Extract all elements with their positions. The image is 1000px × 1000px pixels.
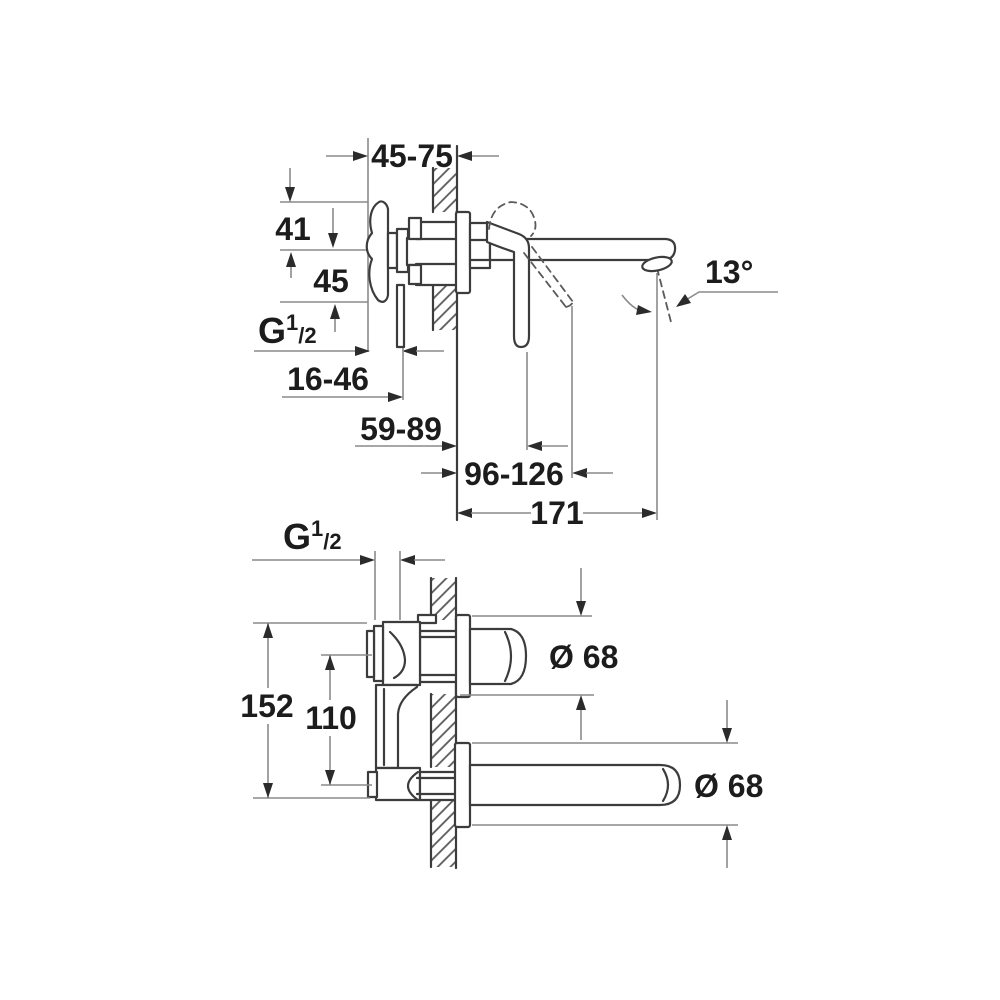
arrowhead-up xyxy=(722,825,732,840)
spout-front-view xyxy=(468,763,682,807)
arrowhead-right xyxy=(442,468,457,478)
dim-lever-min: 59-89 xyxy=(360,411,442,447)
wall-section-top xyxy=(431,144,459,522)
wall-union xyxy=(416,613,438,625)
dim-below-center: 45 xyxy=(313,263,349,299)
dimensions-top-view: 45-75 41 45 G1/2 16-46 xyxy=(254,138,778,531)
arrowhead-down xyxy=(722,728,732,743)
arrowhead-up xyxy=(286,252,296,267)
dimensions-bottom-view: G1/2 152 110 Ø 68 xyxy=(240,516,763,868)
wall-hatch-lower xyxy=(433,283,457,330)
arrowhead-right xyxy=(636,305,652,315)
dome-cap-inner-arc xyxy=(503,630,513,683)
spout-escutcheon xyxy=(453,741,472,829)
ext-lines-overall-height xyxy=(253,622,370,799)
arrowhead-down xyxy=(263,783,273,798)
lever-handle xyxy=(485,220,531,349)
ext-lines-heights xyxy=(280,201,371,303)
arrowhead-angled xyxy=(676,294,691,307)
connecting-pipe xyxy=(374,683,419,770)
arrowhead-right xyxy=(442,441,457,451)
ext-lines-spout-escutcheon xyxy=(472,742,738,826)
body-tab-top xyxy=(407,216,423,241)
body-tab-bottom xyxy=(407,263,423,286)
valve-tab-outer xyxy=(372,624,385,683)
arrowhead-right xyxy=(642,508,657,518)
thread-size-top: G1/2 xyxy=(258,310,317,351)
dim-center-distance: 110 xyxy=(305,700,357,736)
handle-dome-cap xyxy=(468,627,528,686)
wall-hatch-upper xyxy=(433,168,457,212)
arrowhead-right xyxy=(360,555,375,565)
knob-stem xyxy=(386,231,399,270)
adjuster-knob xyxy=(365,200,390,303)
arrowhead-left xyxy=(572,468,587,478)
top-view: 45-75 41 45 G1/2 16-46 xyxy=(254,138,778,531)
arrowhead-left xyxy=(457,151,472,161)
mixer-body-bottom-view xyxy=(365,613,682,829)
arrowhead-down xyxy=(328,233,338,248)
arrowhead-right xyxy=(353,151,368,161)
dim-escutcheon-diameter: Ø 68 xyxy=(549,639,618,675)
dim-inlet-offset: 16-46 xyxy=(287,361,369,397)
dim-spout-angle: 13° xyxy=(705,254,753,290)
dim-overall-height: 152 xyxy=(240,688,293,724)
dim-lever-max: 96-126 xyxy=(464,456,564,492)
arrowhead-right xyxy=(355,346,370,356)
elbow-internal-detail xyxy=(406,770,420,802)
rough-in-body-top xyxy=(414,220,460,241)
valve-tab-inner xyxy=(365,629,376,679)
bottom-view: G1/2 152 110 Ø 68 xyxy=(240,516,763,870)
dim-spout-reach: 171 xyxy=(530,495,583,531)
angle-leader-line xyxy=(680,291,778,304)
spout-outlet xyxy=(641,255,673,273)
escutcheon-plate xyxy=(454,613,472,699)
ext-lines-thread xyxy=(374,551,401,620)
arrowhead-down xyxy=(285,187,295,202)
arrowhead-up xyxy=(576,695,586,710)
wall-hatch-upper xyxy=(431,578,456,620)
inlet-stub xyxy=(395,283,406,349)
arrowhead-left xyxy=(402,346,417,356)
dim-spout-escutcheon-diameter: Ø 68 xyxy=(694,768,763,804)
lever-raised-dashed xyxy=(488,201,537,237)
rough-in-body-bottom xyxy=(414,262,460,287)
rough-in-body-mid xyxy=(405,236,460,267)
supply-pipe-detail xyxy=(415,776,459,796)
ext-lines-escutcheon xyxy=(460,615,594,696)
arrowhead-up xyxy=(263,623,273,638)
spout-supply-pipe xyxy=(418,770,459,802)
wall-hatch-lower xyxy=(431,801,456,867)
wall-hatch-middle xyxy=(431,694,456,767)
arrowhead-down xyxy=(576,601,586,616)
lever-open-dashed xyxy=(523,246,574,308)
arrowhead-left xyxy=(400,555,415,565)
arrowhead-down xyxy=(325,770,335,785)
arrowhead-up xyxy=(330,304,340,319)
escutcheon-plate xyxy=(454,210,472,295)
arrowhead-right xyxy=(388,392,403,402)
spout-end-inner-arc xyxy=(661,767,670,803)
arrowhead-up xyxy=(325,655,335,670)
angle-reference-dashed xyxy=(656,267,672,323)
arrowhead-left xyxy=(457,508,472,518)
valve-neck-detail xyxy=(418,635,459,677)
dim-depth-range: 45-75 xyxy=(371,138,453,174)
arrowhead-left xyxy=(527,441,542,451)
thread-size-bottom: G1/2 xyxy=(283,516,342,557)
valve-internal-detail xyxy=(388,630,407,680)
valve-block xyxy=(381,620,422,687)
dim-above-center: 41 xyxy=(275,211,311,247)
mixer-body-top-view xyxy=(365,200,677,349)
